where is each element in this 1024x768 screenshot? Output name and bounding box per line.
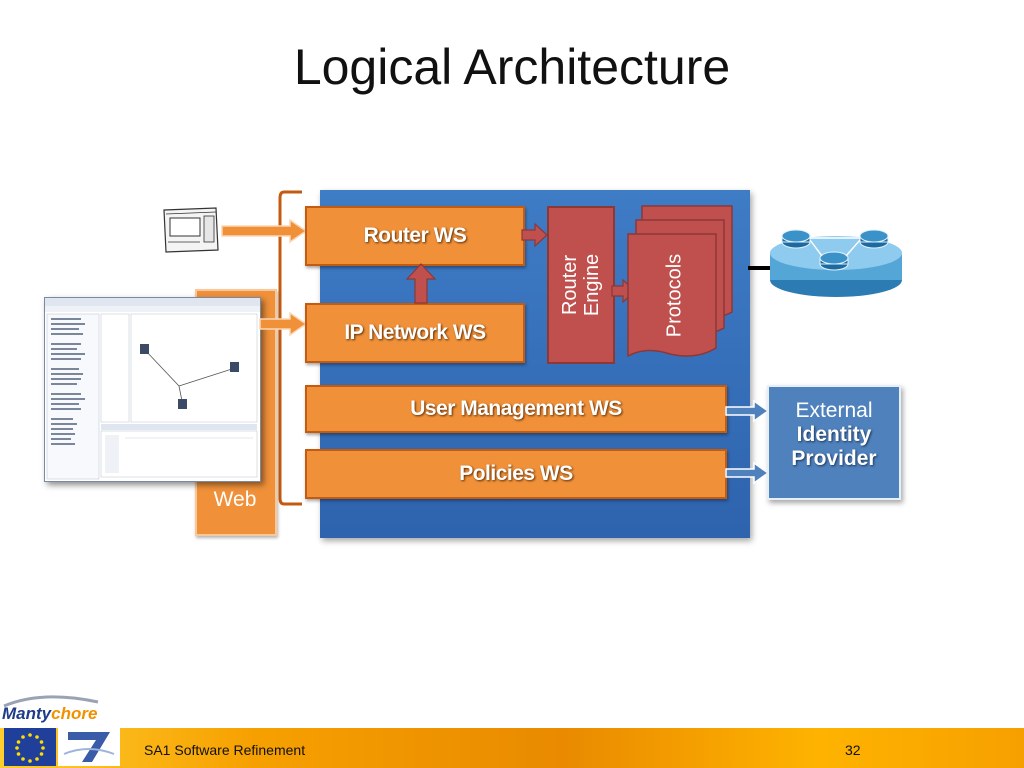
logo-part2: chore xyxy=(51,704,98,723)
fp7-logo xyxy=(58,728,120,766)
page-number: 32 xyxy=(845,742,861,758)
slide-title: Logical Architecture xyxy=(293,39,731,95)
router-engine-box: Router Engine xyxy=(547,206,615,364)
ip-to-router-arrow xyxy=(405,263,437,304)
user-management-ws-box: User Management WS xyxy=(305,385,727,433)
ip-network-ws-box: IP Network WS xyxy=(305,303,525,363)
router-network-connector xyxy=(748,266,772,270)
router-ws-to-engine-arrow xyxy=(521,222,548,248)
logo-part1: Manty xyxy=(2,704,52,723)
router-ws-box: Router WS xyxy=(305,206,525,266)
external-label: External xyxy=(795,399,873,422)
identity-provider-arrows xyxy=(725,399,770,485)
mantychore-logo: Mantychore xyxy=(2,704,97,724)
grouping-bracket xyxy=(278,190,302,506)
eu-flag-logo xyxy=(4,728,56,766)
footer-text: SA1 Software Refinement xyxy=(144,742,306,758)
application-screenshot xyxy=(44,297,261,482)
web-label: Web xyxy=(213,488,257,511)
client-arrows xyxy=(221,218,308,337)
external-identity-provider-box: External Identity Provider xyxy=(767,385,901,500)
policies-ws-box: Policies WS xyxy=(305,449,727,499)
identity-label: Identity xyxy=(796,423,872,446)
router-network-icon xyxy=(770,229,902,297)
provider-label: Provider xyxy=(791,447,877,470)
protocols-label: Protocols xyxy=(663,253,686,338)
router-engine-line1: Router xyxy=(559,254,581,316)
mantychore-swoosh xyxy=(3,695,99,708)
protocols-document-stack xyxy=(627,205,733,358)
screenshot-content xyxy=(45,298,260,480)
router-engine-line2: Engine xyxy=(581,253,603,317)
footer-band xyxy=(0,728,1024,768)
terminal-device-icon xyxy=(163,207,219,253)
